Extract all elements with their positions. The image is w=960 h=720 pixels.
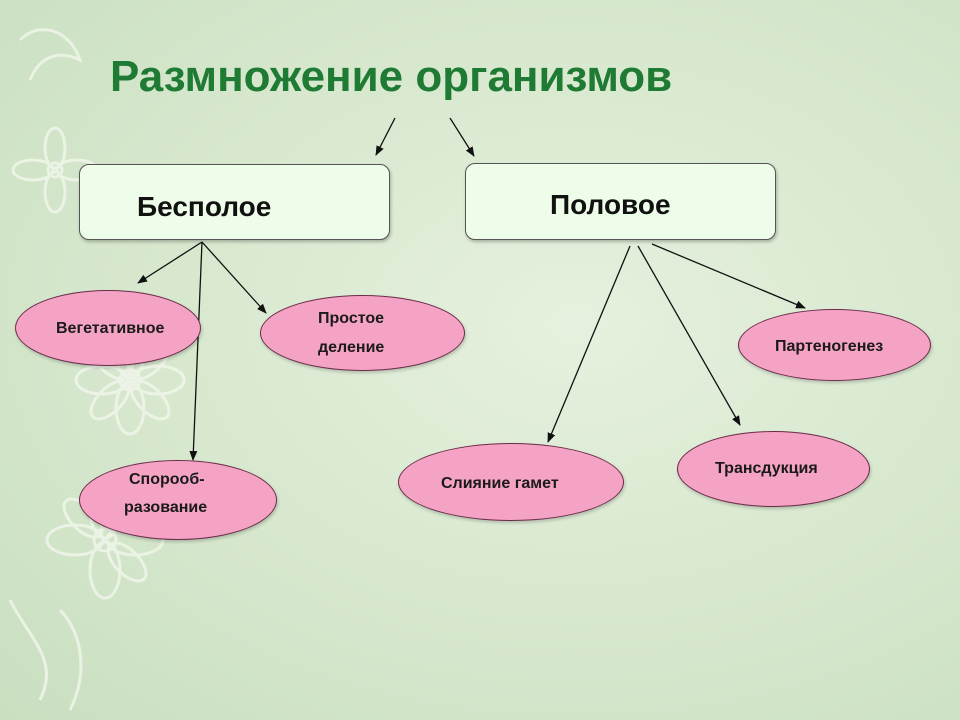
parthenogenesis-label: Партеногенез bbox=[775, 338, 884, 355]
flower-icon bbox=[74, 324, 186, 436]
arrow-asexual-to-vegetative bbox=[137, 241, 203, 284]
sexual-label: Половое bbox=[550, 189, 671, 220]
arrow-title-to-asexual bbox=[375, 117, 396, 156]
arrow-title-to-sexual bbox=[449, 117, 475, 157]
asexual-box: Бесполое bbox=[79, 164, 390, 240]
arrow-sexual-to-parthenogenesis bbox=[651, 243, 806, 309]
sporulation-label-line1: Спорооб- bbox=[129, 471, 205, 488]
vegetative-label: Вегетативное bbox=[56, 320, 165, 337]
simple-division-label-line2: деление bbox=[318, 339, 385, 356]
vegetative-oval: Вегетативное bbox=[15, 290, 201, 366]
sexual-box: Половое bbox=[465, 163, 776, 240]
arrow-sexual-to-transduction bbox=[637, 245, 741, 426]
gamete-fusion-label: Слияние гамет bbox=[441, 475, 559, 492]
sporulation-label-line2: разование bbox=[124, 499, 208, 516]
gamete-fusion-oval: Слияние гамет bbox=[398, 443, 624, 521]
parthenogenesis-oval: Партеногенез bbox=[738, 309, 931, 381]
simple-division-oval: Простое деление bbox=[260, 295, 465, 371]
transduction-oval: Трансдукция bbox=[677, 431, 870, 507]
page-title: Размножение организмов bbox=[110, 52, 673, 101]
sporulation-oval: Спорооб- разование bbox=[79, 460, 277, 540]
transduction-label: Трансдукция bbox=[715, 460, 818, 477]
arrow-sexual-to-gamete-fusion bbox=[547, 245, 631, 443]
simple-division-label-line1: Простое bbox=[318, 310, 385, 327]
arrow-asexual-to-sporulation bbox=[189, 241, 203, 461]
asexual-label: Бесполое bbox=[137, 191, 272, 222]
arrow-asexual-to-simple-division bbox=[201, 241, 267, 314]
